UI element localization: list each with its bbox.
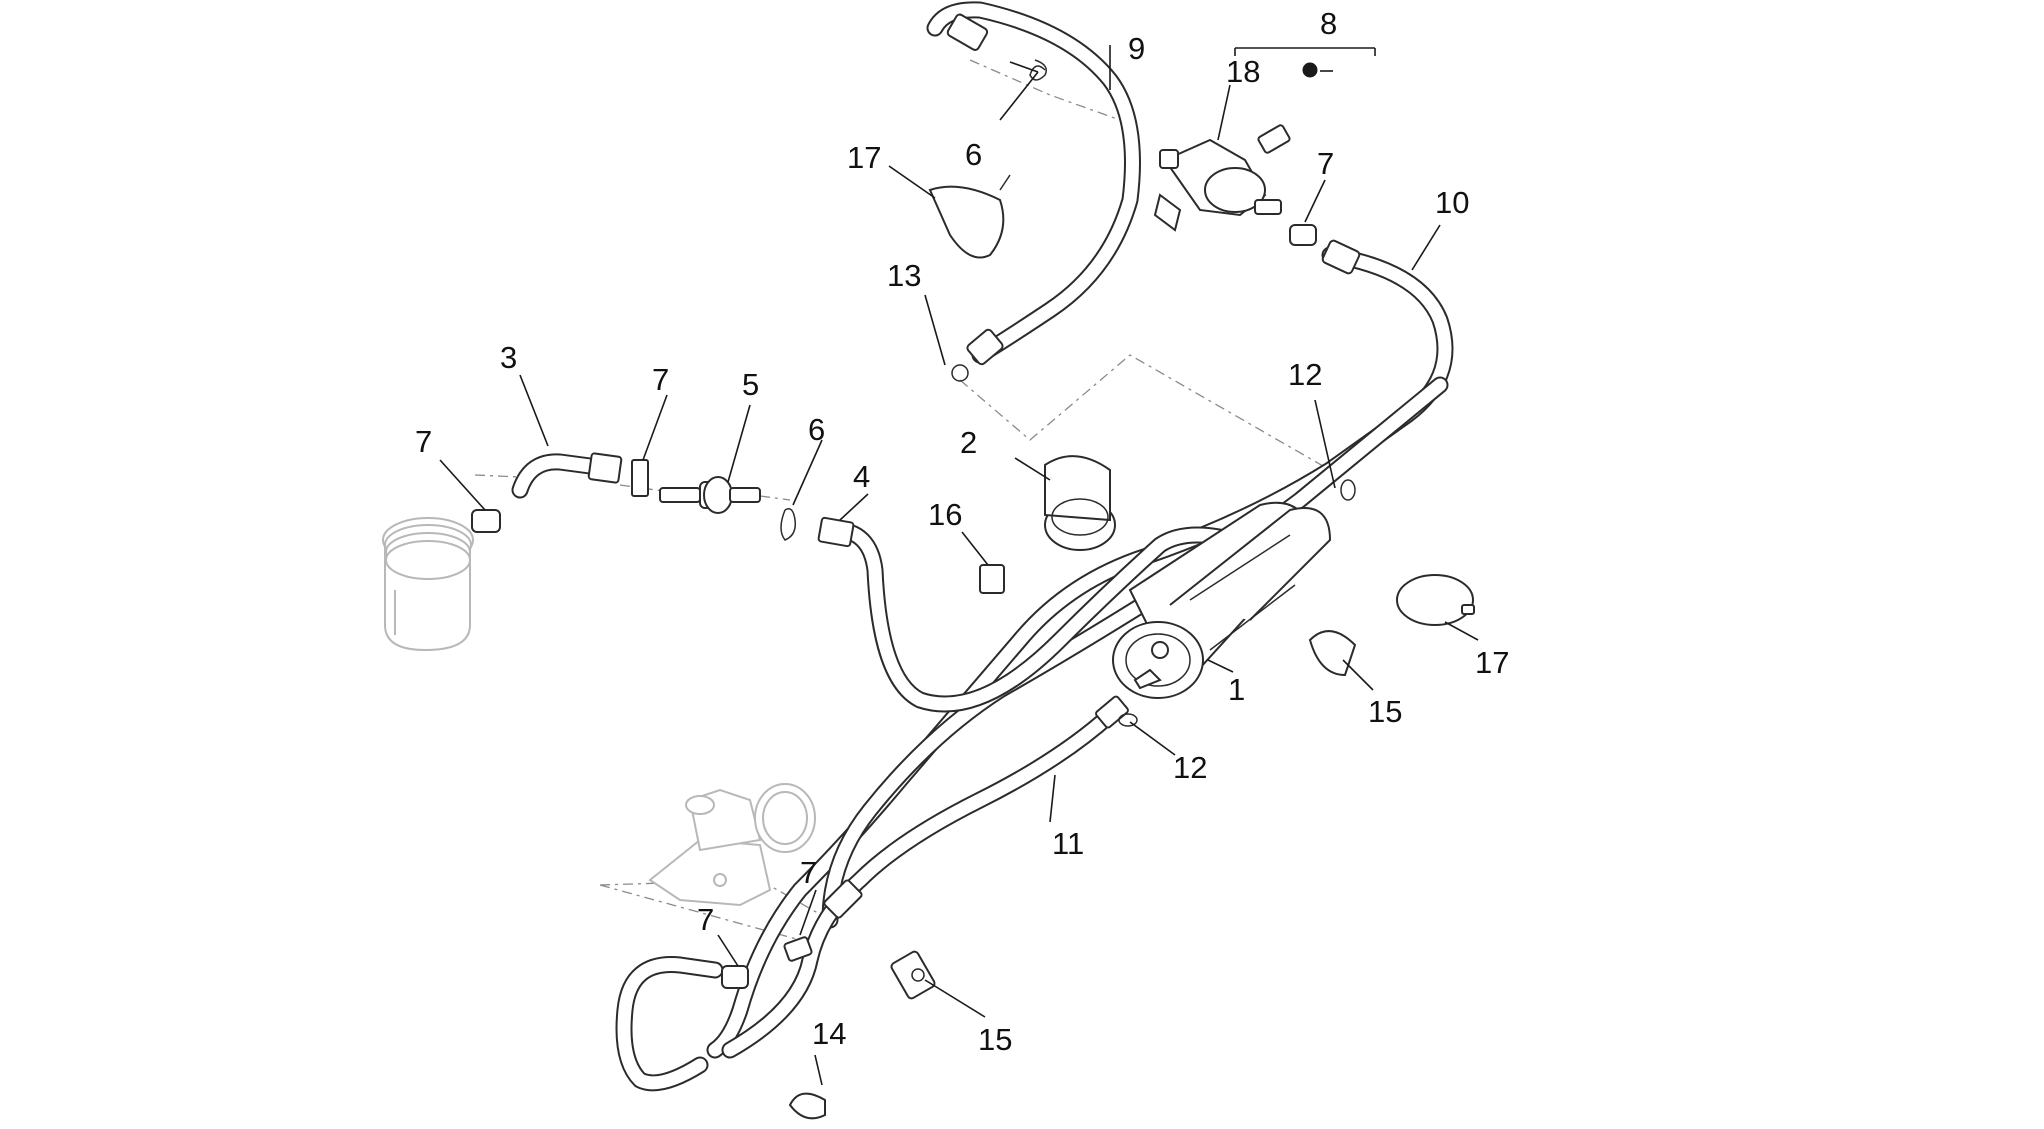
callout-7-filter: 7	[415, 424, 432, 459]
solenoid-valve	[1153, 124, 1291, 232]
hose-clamps	[471, 224, 1317, 989]
hose-fittings	[587, 13, 1361, 919]
callout-14: 14	[812, 1016, 846, 1051]
throttle-body	[648, 783, 816, 907]
callout-7-hose: 7	[652, 362, 669, 397]
callout-7-lower-right: 7	[800, 855, 817, 890]
callout-8: 8	[1320, 6, 1337, 41]
connector-plug	[1302, 62, 1318, 78]
check-valve	[659, 476, 761, 514]
band-clamps	[928, 174, 1475, 626]
callout-15-upper: 15	[1368, 694, 1402, 729]
callout-15-lower: 15	[978, 1022, 1012, 1057]
callout-3: 3	[500, 340, 517, 375]
callout-7-lower-left: 7	[697, 902, 714, 937]
callout-12-lower: 12	[1173, 750, 1207, 785]
callout-10: 10	[1435, 185, 1469, 220]
callout-4: 4	[853, 459, 870, 494]
callout-11: 11	[1052, 826, 1084, 861]
callout-6-lower: 6	[808, 412, 825, 447]
callout-16: 16	[928, 497, 962, 532]
callout-5: 5	[742, 367, 759, 402]
callout-7-valve: 7	[1317, 146, 1334, 181]
callout-17-upper: 17	[847, 140, 881, 175]
callout-2: 2	[960, 425, 977, 460]
spring-clips	[780, 59, 1047, 541]
callout-9: 9	[1128, 31, 1145, 66]
callout-6-upper: 6	[965, 137, 982, 172]
carbon-canister	[1112, 501, 1332, 699]
callout-labels: 1 2 3 4 5 6 6 7 7 7 7 7 8 9 10 11 12 12 …	[415, 6, 1509, 1057]
leader-lines	[439, 45, 1479, 1086]
callout-13: 13	[887, 258, 921, 293]
callout-17-lower: 17	[1475, 645, 1509, 680]
rubber-holder	[1044, 455, 1116, 551]
air-filter-housing	[382, 517, 474, 652]
callout-12-upper: 12	[1288, 357, 1322, 392]
callout-18: 18	[1226, 54, 1260, 89]
misc-parts	[788, 47, 1376, 1120]
callout-1: 1	[1228, 672, 1245, 707]
